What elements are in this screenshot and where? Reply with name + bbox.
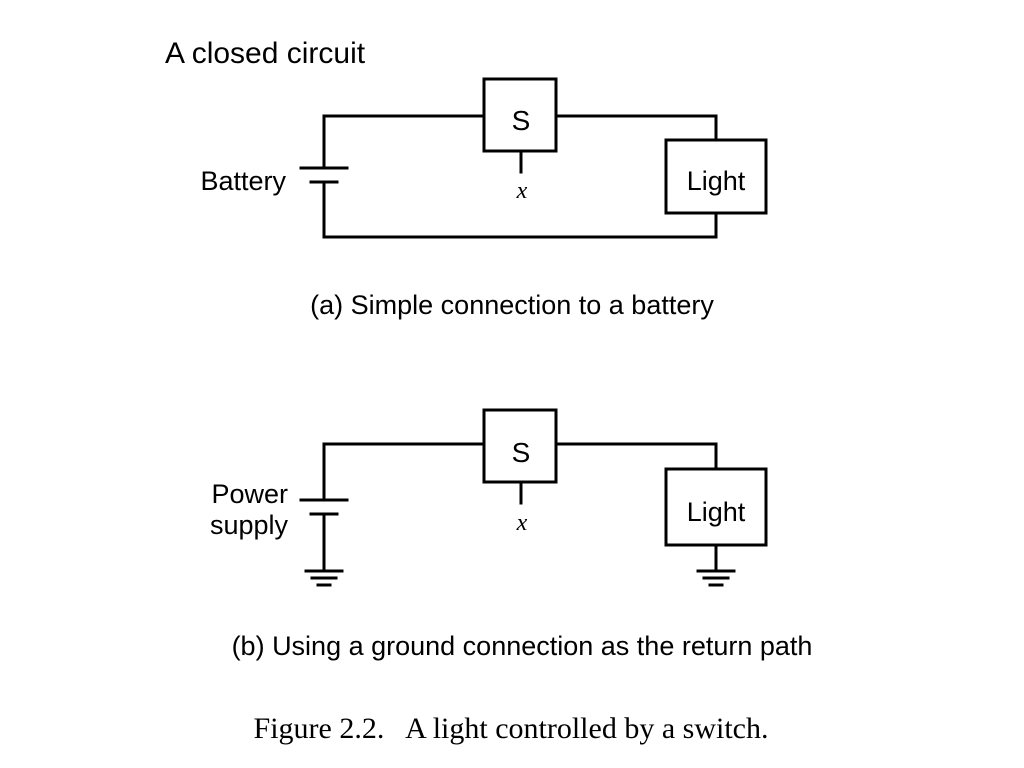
ground-icon [696, 569, 736, 587]
wire-a-top-left [322, 114, 486, 170]
battery-label: Battery [200, 166, 286, 196]
wire-b-top-left [322, 442, 486, 502]
light-b-label: Light [687, 497, 746, 527]
switch-a-input-label: x [516, 178, 528, 204]
light-a-label: Light [687, 166, 746, 196]
light-b-box [664, 467, 768, 547]
power-supply-label-line1: Power [211, 479, 288, 509]
switch-b-box [482, 408, 558, 484]
light-a-box [664, 138, 768, 215]
figure-title: A closed circuit [165, 37, 366, 70]
wire-a-top-right [554, 114, 718, 142]
diagram-a: S x Light Battery (a) Simple connection … [200, 77, 768, 320]
wire-a-bottom-return [322, 180, 718, 239]
switch-b-input-label: x [516, 510, 528, 536]
switch-b-label: S [512, 437, 531, 468]
battery-symbol [299, 166, 349, 184]
switch-a-label: S [512, 105, 531, 136]
ground-icon [304, 569, 344, 587]
switch-a-box [482, 77, 558, 153]
power-supply-label-line2: supply [210, 510, 289, 540]
wire-b-top-right [554, 442, 718, 471]
figure-caption: Figure 2.2. A light controlled by a swit… [254, 712, 769, 745]
diagram-b: S x Light Power supply (b) Using a groun… [210, 408, 813, 661]
power-supply-symbol [299, 498, 349, 516]
caption-b: (b) Using a ground connection as the ret… [232, 631, 813, 661]
caption-a: (a) Simple connection to a battery [310, 290, 714, 320]
